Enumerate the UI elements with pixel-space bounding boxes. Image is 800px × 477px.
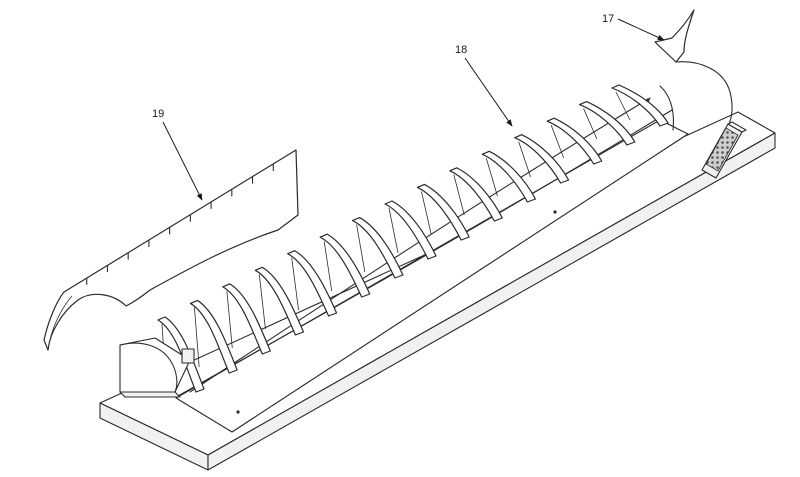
bulkhead-frame (481, 150, 537, 203)
bulkhead-frame (157, 316, 205, 393)
callout-17-label: 17 (602, 13, 614, 25)
callout-18: 18 (455, 44, 513, 127)
bow-clamp-block (701, 121, 747, 179)
bulkhead-frame (416, 183, 470, 241)
bulkhead-edge-line (485, 158, 498, 197)
callout-18-label: 18 (455, 44, 467, 56)
bulkhead-frame (319, 233, 371, 298)
bulkhead-edge-line (258, 274, 266, 330)
bulkhead-frames (157, 84, 673, 397)
callout-19-label: 19 (152, 108, 164, 120)
bulkhead-edge-line (226, 290, 233, 349)
bulkhead-frame (611, 84, 669, 127)
bulkhead-edge-line (518, 141, 531, 178)
bulkhead-frame (578, 100, 636, 146)
bulkhead-edge-line (356, 224, 366, 273)
callout-17: 17 (602, 13, 665, 41)
bulkhead-edge-line (194, 307, 200, 368)
bulkhead-edge-line (388, 207, 399, 254)
bulkhead-edge-line (323, 241, 333, 292)
bulkhead-frame (449, 167, 503, 222)
hull-side-panel (43, 149, 299, 351)
keel-base-strip (175, 98, 689, 433)
bulkhead-edge-line (291, 257, 299, 311)
bulkhead-frame (351, 216, 404, 279)
bulkhead-frame (384, 200, 437, 260)
stern-block (119, 337, 195, 398)
bulkhead-frame (546, 117, 603, 165)
bulkhead-frame (254, 266, 305, 336)
bulkhead-edge-line (453, 174, 465, 216)
bulkhead-frame (222, 283, 271, 355)
bulkhead-edge-line (550, 124, 565, 159)
bulkhead-frame (189, 299, 238, 374)
callout-19: 19 (152, 108, 203, 201)
bulkhead-edge-line (615, 91, 631, 121)
bulkhead-edge-line (421, 191, 432, 235)
bulkhead-frame (514, 134, 570, 184)
bulkhead-edge-line (583, 108, 598, 140)
bulkhead-frame (287, 250, 338, 317)
